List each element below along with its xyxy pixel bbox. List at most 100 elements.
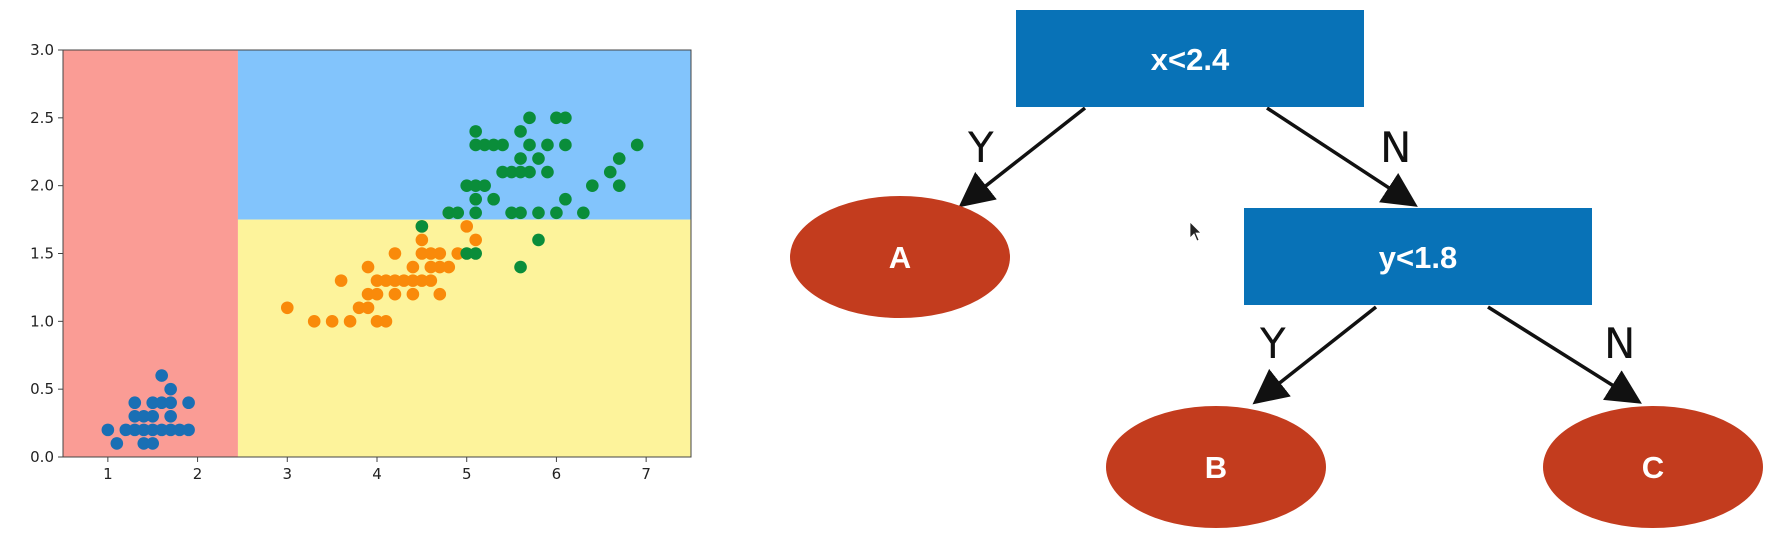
edge-root-yes	[958, 106, 1087, 208]
point-s1-6	[361, 301, 375, 315]
point-s2-28	[532, 206, 545, 220]
edge-label-inner-no: N	[1604, 319, 1635, 368]
point-s2-14	[487, 138, 500, 152]
x-tick-label-3: 4	[372, 465, 382, 483]
point-s0-13	[155, 423, 168, 437]
point-s2-26	[523, 111, 536, 125]
point-s2-13	[487, 192, 500, 206]
y-tick-label-5: 2.5	[30, 109, 54, 127]
x-tick-label-2: 3	[283, 465, 293, 483]
point-s1-23	[415, 233, 429, 247]
edge-inner-yes	[1252, 305, 1378, 405]
point-s0-14	[155, 396, 168, 410]
point-s1-24	[424, 274, 438, 287]
point-s1-17	[397, 274, 411, 287]
point-s2-11	[478, 179, 491, 192]
y-tick-label-0: 0.0	[30, 448, 54, 466]
point-s1-26	[424, 247, 438, 260]
leaf-c-label: C	[1642, 450, 1664, 485]
point-s0-21	[182, 423, 195, 437]
cursor-icon	[1189, 221, 1202, 242]
root-node-label: x<2.4	[1151, 42, 1230, 77]
y-axis: 0.00.51.01.52.02.53.0	[30, 41, 63, 466]
leaf-a-ellipse	[790, 196, 1010, 318]
point-s2-21	[514, 165, 527, 179]
leaf-node-c: C	[1543, 406, 1763, 528]
point-s2-23	[514, 125, 527, 138]
point-s0-22	[182, 396, 195, 410]
point-s1-2	[325, 315, 339, 328]
inner-node-label: y<1.8	[1379, 240, 1457, 275]
point-s0-15	[155, 369, 168, 382]
point-s1-21	[415, 274, 429, 287]
point-s2-17	[505, 206, 518, 220]
point-s1-9	[370, 315, 384, 328]
point-s0-3	[128, 423, 142, 437]
point-s2-22	[514, 152, 527, 165]
point-s0-0	[101, 423, 115, 437]
point-s1-4	[343, 315, 357, 328]
point-s2-5	[469, 247, 482, 260]
point-s1-25	[424, 260, 438, 274]
point-s0-2	[119, 423, 133, 437]
edge-inner-no	[1487, 305, 1642, 404]
point-s2-16	[496, 138, 509, 152]
point-s1-27	[433, 287, 447, 301]
point-s2-41	[612, 152, 626, 165]
point-s2-15	[496, 165, 509, 179]
point-s2-18	[505, 165, 518, 179]
data-points	[101, 111, 644, 450]
leaf-b-label: B	[1205, 450, 1227, 485]
point-s1-29	[433, 247, 447, 260]
point-s2-7	[469, 192, 482, 206]
point-s2-32	[550, 206, 563, 220]
point-s1-1	[307, 315, 321, 328]
point-s0-20	[173, 423, 186, 437]
point-s2-29	[532, 152, 545, 165]
leaf-c-ellipse	[1543, 406, 1763, 528]
point-s1-7	[361, 287, 375, 301]
point-s2-10	[469, 125, 482, 138]
point-s2-12	[478, 138, 491, 152]
point-s2-0	[415, 220, 429, 233]
point-s2-20	[514, 206, 527, 220]
edge-label-inner-yes: Y	[1259, 319, 1286, 368]
point-s2-38	[586, 179, 599, 192]
point-s1-19	[406, 274, 420, 287]
point-s1-13	[379, 274, 393, 287]
point-s1-8	[361, 260, 375, 274]
point-s0-19	[164, 382, 177, 396]
point-s1-11	[370, 274, 384, 287]
point-s2-27	[532, 233, 545, 247]
point-s2-4	[460, 179, 474, 192]
point-s1-20	[406, 260, 420, 274]
point-s1-28	[433, 260, 447, 274]
point-s2-6	[469, 206, 482, 220]
point-s1-14	[388, 287, 402, 301]
x-tick-label-0: 1	[103, 465, 113, 483]
point-s2-3	[460, 247, 474, 260]
point-s2-33	[550, 111, 563, 125]
y-tick-label-6: 3.0	[30, 41, 54, 59]
point-s0-6	[137, 437, 151, 450]
edge-root-no	[1266, 106, 1418, 207]
leaf-node-a: A	[790, 196, 1010, 318]
point-s2-31	[541, 138, 554, 152]
point-s0-17	[164, 410, 177, 423]
point-s0-8	[137, 410, 151, 423]
point-s1-33	[460, 220, 474, 233]
leaf-a-label: A	[889, 240, 911, 275]
edge-label-root-no: N	[1380, 123, 1411, 172]
point-s1-15	[388, 274, 402, 287]
point-s1-34	[469, 233, 482, 247]
point-s1-32	[451, 247, 465, 260]
point-s2-2	[451, 206, 465, 220]
point-s2-35	[559, 138, 572, 152]
point-s2-42	[630, 138, 644, 152]
decision-regions	[63, 50, 691, 457]
point-s1-12	[379, 315, 393, 328]
point-s0-9	[146, 437, 160, 450]
inner-node-box	[1244, 208, 1592, 305]
